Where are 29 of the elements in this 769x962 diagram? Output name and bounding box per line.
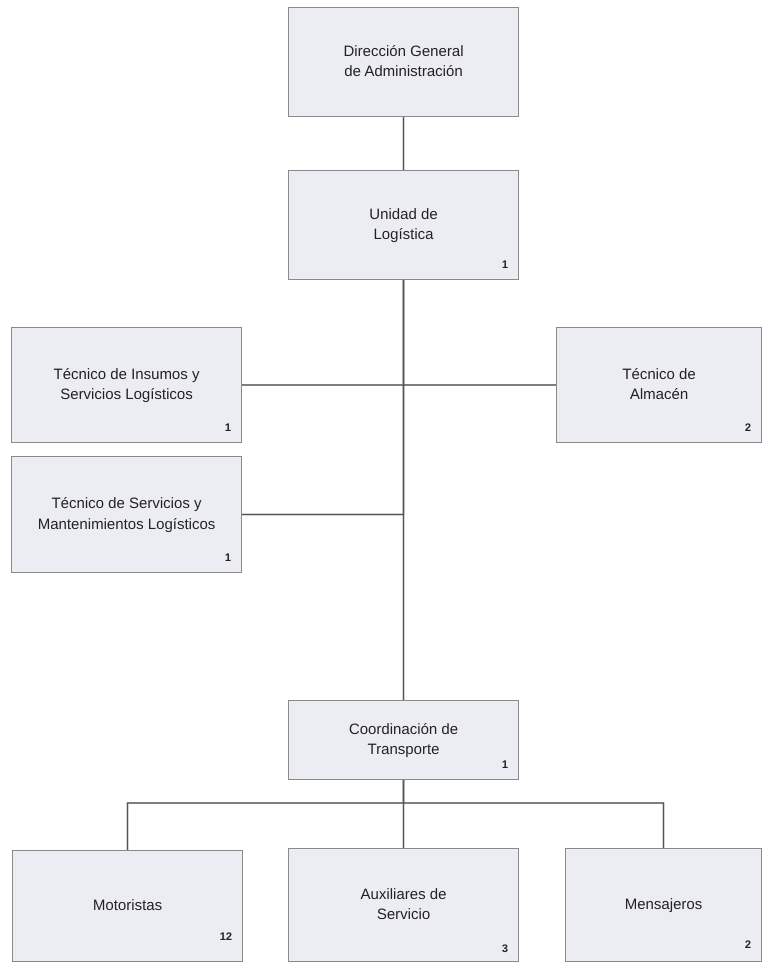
- staff-count: 2: [744, 422, 751, 434]
- unit-title: Técnico de Almacén: [621, 364, 697, 405]
- org-unit-box: [288, 170, 519, 280]
- unit-title: Técnico de Insumos y Servicios Logísticos: [52, 364, 200, 405]
- unit-title: Motoristas: [92, 896, 162, 916]
- unit-title: Dirección General de Administración: [342, 42, 465, 82]
- org-unit-box: [12, 850, 243, 962]
- staff-count: 12: [220, 931, 232, 943]
- staff-count: 2: [744, 939, 751, 951]
- org-unit-box: [11, 456, 242, 573]
- connector-line: [402, 280, 404, 700]
- connector-line: [402, 780, 664, 848]
- unit-title: Coordinación de Transporte: [348, 720, 460, 760]
- unit-title: Técnico de Servicios y Mantenimientos Logísticos: [36, 494, 216, 534]
- connector-line: [402, 117, 404, 170]
- staff-count: 3: [502, 943, 508, 955]
- staff-count: 1: [224, 552, 231, 564]
- staff-count: 1: [502, 259, 508, 271]
- unit-title: Auxiliares de Servicio: [360, 884, 448, 925]
- unit-title: Mensajeros: [624, 894, 702, 915]
- org-unit-box: [565, 848, 762, 962]
- staff-count: 1: [224, 422, 231, 434]
- staff-count: 1: [502, 759, 508, 771]
- org-unit-box: [556, 327, 762, 443]
- org-unit-box: [288, 700, 519, 780]
- org-unit-box: [11, 327, 242, 443]
- org-unit-box: [288, 848, 519, 962]
- org-unit-box: [288, 7, 519, 117]
- unit-title: Unidad de Logística: [368, 204, 439, 245]
